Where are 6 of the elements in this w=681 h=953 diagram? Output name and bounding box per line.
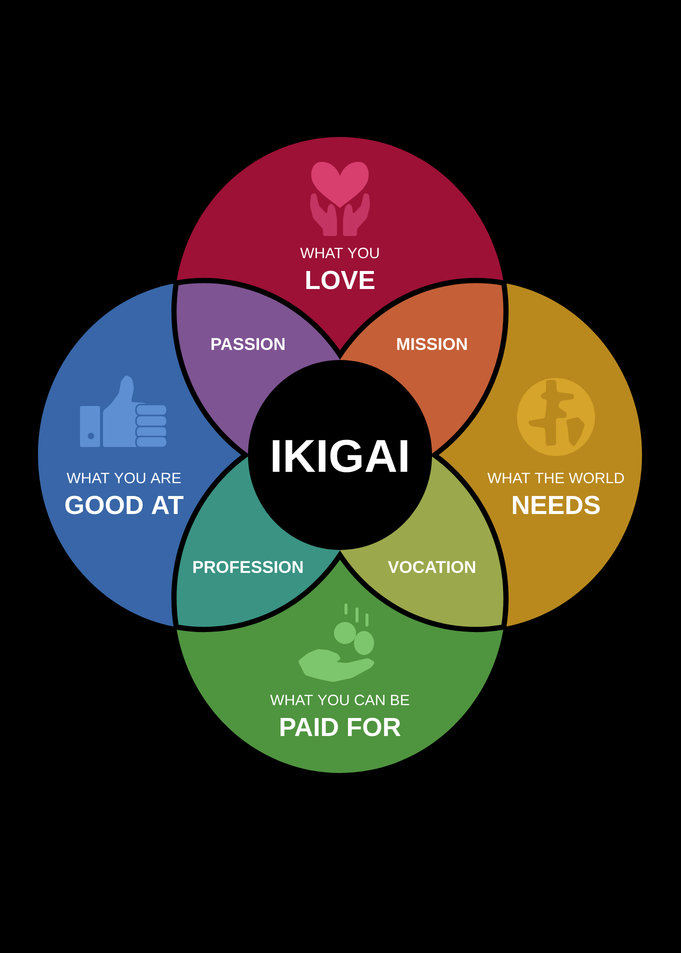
circle-segment: [176, 560, 504, 773]
heading: NEEDS: [512, 496, 600, 514]
heading: PAID FOR: [280, 718, 401, 736]
circle-segment: [176, 137, 504, 350]
subheading: WHAT YOU CAN BE: [270, 694, 410, 706]
subheading: WHAT YOU: [300, 248, 379, 258]
